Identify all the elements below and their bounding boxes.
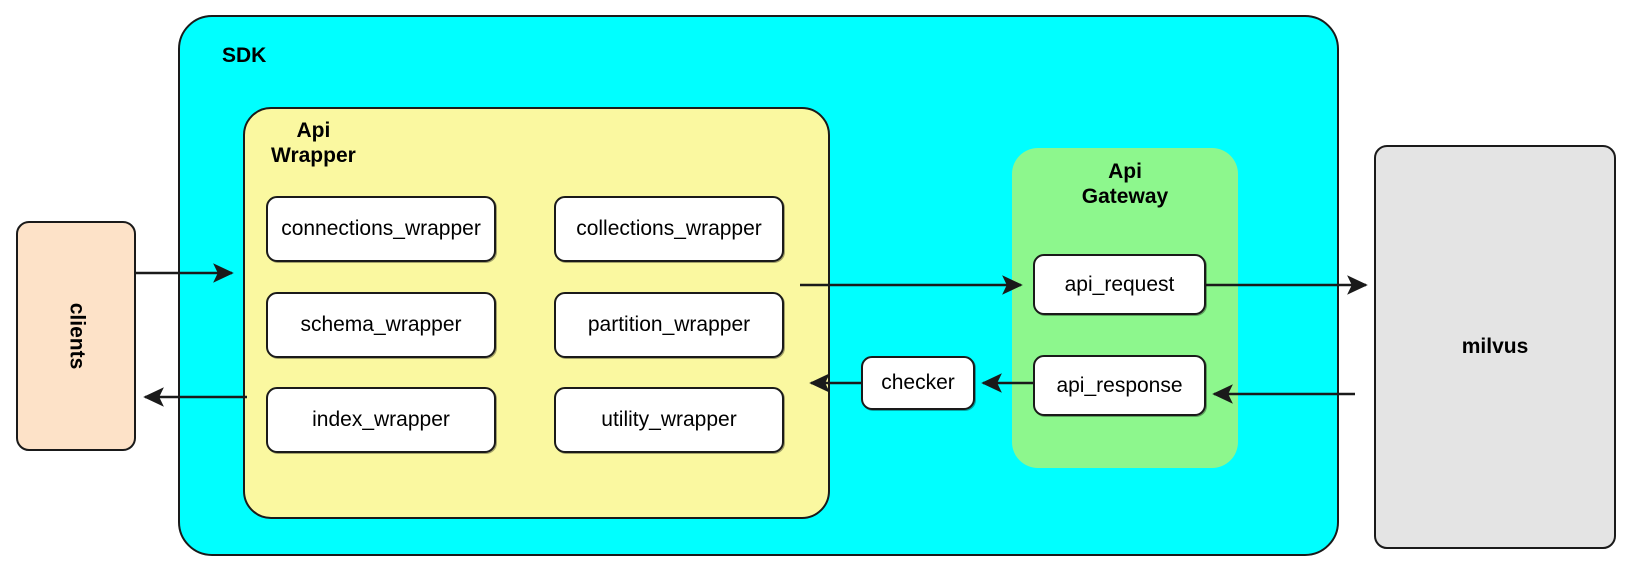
module-connections-wrapper[interactable]: connections_wrapper: [266, 196, 496, 262]
node-label: checker: [881, 371, 955, 394]
node-api-response[interactable]: api_response: [1033, 355, 1206, 416]
module-collections-wrapper[interactable]: collections_wrapper: [554, 196, 784, 262]
node-checker[interactable]: checker: [861, 356, 975, 410]
module-label: utility_wrapper: [601, 408, 737, 431]
module-index-wrapper[interactable]: index_wrapper: [266, 387, 496, 453]
milvus-label: milvus: [1461, 335, 1529, 358]
node-api-request[interactable]: api_request: [1033, 254, 1206, 315]
node-clients[interactable]: clients: [16, 221, 136, 451]
module-schema-wrapper[interactable]: schema_wrapper: [266, 292, 496, 358]
module-utility-wrapper[interactable]: utility_wrapper: [554, 387, 784, 453]
node-milvus[interactable]: milvus: [1374, 145, 1616, 549]
api-wrapper-label: Api Wrapper: [271, 119, 356, 167]
node-label: api_response: [1056, 373, 1183, 397]
module-label: index_wrapper: [312, 408, 450, 431]
node-label: api_request: [1064, 272, 1175, 296]
module-partition-wrapper[interactable]: partition_wrapper: [554, 292, 784, 358]
module-label: collections_wrapper: [576, 217, 762, 240]
clients-label: clients: [65, 302, 88, 370]
module-label: partition_wrapper: [587, 313, 751, 336]
sdk-label: SDK: [222, 44, 267, 67]
api-gateway-label: Api Gateway: [1081, 160, 1169, 208]
module-label: connections_wrapper: [281, 217, 481, 240]
module-label: schema_wrapper: [300, 313, 462, 336]
